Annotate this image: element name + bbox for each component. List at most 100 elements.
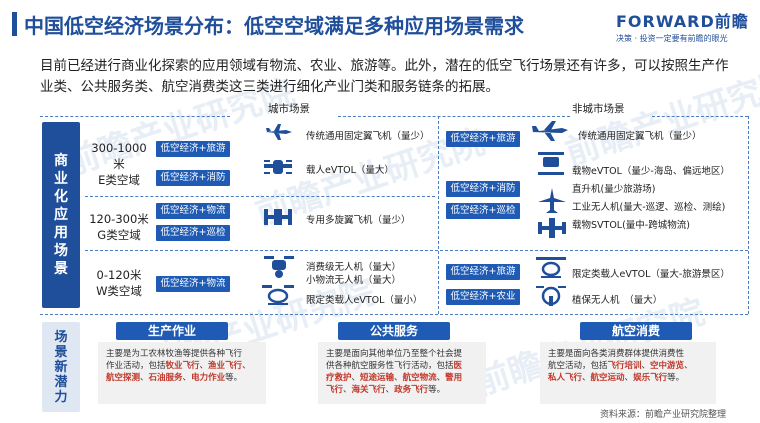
- tag-lowalt-logistics: 低空经济+物流: [156, 276, 230, 292]
- nonurban-item-limited-evtol: 限定类载人eVTOL（量大-旅游景区）: [572, 269, 730, 280]
- highlight-term: 航空物流: [402, 373, 437, 383]
- highlight-term: 娱乐飞行: [633, 373, 668, 383]
- tag-lowalt-inspection: 低空经济+巡检: [156, 225, 230, 241]
- fixed-wing-plane-icon: [532, 121, 568, 141]
- potential-scenes-label: 场景新潜力: [42, 322, 80, 412]
- tag-lowalt-agriculture: 低空经济+农业: [446, 289, 520, 305]
- highlight-term: 医: [453, 361, 463, 371]
- intro-paragraph: 目前已经进行商业化探索的应用领域有物流、农业、旅游等。此外，潜在的低空飞行场景还…: [40, 58, 729, 95]
- cargo-evtol-icon: [538, 152, 564, 175]
- desc-text: 、: [394, 373, 403, 383]
- highlight-term: 航空运动: [590, 373, 625, 383]
- tag-lowalt-tourism: 低空经济+旅游: [446, 131, 520, 147]
- highlight-term: 疗救护: [326, 373, 352, 383]
- source-note: 资料来源：前瞻产业研究院整理: [600, 410, 727, 420]
- desc-text: 、: [182, 373, 192, 383]
- divider: [652, 116, 748, 117]
- multirotor-icon: [264, 209, 292, 225]
- urban-item-evtol: 载人eVTOL（量大）: [306, 165, 394, 176]
- nonurban-item-cargo-evtol: 载物eVTOL（量少-海岛、偏远地区）: [572, 166, 730, 177]
- nonurban-item-svtol: 载物SVTOL(量中-跨城物流): [572, 220, 690, 231]
- divider: [338, 116, 570, 117]
- desc-text: 、: [624, 373, 634, 383]
- tag-lowalt-inspection: 低空经济+巡检: [446, 203, 520, 219]
- tag-lowalt-tourism: 低空经济+旅游: [156, 141, 230, 157]
- passenger-evtol-icon: [536, 257, 566, 278]
- logo-slogan: 决策 · 投资一定要有前瞻的眼光: [616, 34, 728, 43]
- desc-text: 主要是为工农林牧渔等提供各种飞行: [106, 349, 243, 359]
- desc-text: 等。: [225, 373, 243, 383]
- consumer-drone-icon: [264, 256, 294, 278]
- highlight-term: 海关飞行: [351, 385, 386, 395]
- desc-text: 等。: [667, 373, 685, 383]
- desc-text: 、: [436, 373, 446, 383]
- potential-production-desc: 主要是为工农林牧渔等提供各种飞行作业活动，包括牧业飞行、渔业飞行、航空探测、石油…: [98, 342, 266, 404]
- desc-text: 等。: [428, 385, 446, 395]
- highlight-term: 电力作业: [191, 373, 226, 383]
- brand-logo: FORWARD前瞻 决策 · 投资一定要有前瞻的眼光: [616, 8, 752, 44]
- urban-item-multirotor: 专用多旋翼飞机（量少）: [306, 215, 411, 226]
- tag-lowalt-firefighting: 低空经济+消防: [446, 181, 520, 197]
- desc-text: 主要是面向各类消费群体提供消费性: [548, 349, 685, 359]
- nonurban-item-crop-drone: 植保无人机 （量大）: [572, 295, 663, 306]
- highlight-term: 短途运输: [360, 373, 395, 383]
- desc-text: 、: [641, 361, 651, 371]
- highlight-term: 牧业飞行: [165, 361, 200, 371]
- potential-aviation-consumption-desc: 主要是面向各类消费群体提供消费性航空活动，包括飞行培训、空中游览、私人飞行、航空…: [540, 342, 716, 404]
- highlight-term: 飞行培训: [607, 361, 642, 371]
- desc-text: 、: [385, 385, 395, 395]
- industrial-drone-icon: [538, 188, 566, 213]
- potential-production-heading: 生产作业: [116, 322, 228, 340]
- evtol-icon: [264, 160, 292, 174]
- crop-protection-drone-icon: [536, 286, 566, 306]
- potential-public-service-desc: 主要是面向其他单位乃至整个社会提供各种航空服务性飞行活动，包括医疗救护、短途运输…: [318, 342, 486, 404]
- desc-text: 、: [242, 361, 251, 371]
- urban-item-limited-evtol: 限定类载人eVTOL（量小）: [306, 295, 423, 306]
- desc-text: 主要是面向其他单位乃至整个社会提: [326, 349, 463, 359]
- desc-text: 作业活动，包括: [106, 361, 166, 371]
- urban-item-fixed-wing: 传统通用固定翼飞机（量少）: [306, 131, 430, 142]
- divider: [40, 116, 230, 117]
- highlight-term: 渔业飞行: [208, 361, 243, 371]
- highlight-term: 飞行: [326, 385, 344, 395]
- fixed-wing-plane-icon: [266, 124, 292, 140]
- desc-text: 、: [140, 373, 149, 383]
- divider: [85, 196, 435, 197]
- commercial-scenes-label: 商业化应用场景: [42, 122, 80, 308]
- nonurban-item-industrial-drone: 工业无人机(量大-巡逻、巡检、测绘): [572, 202, 726, 213]
- divider: [748, 116, 749, 314]
- desc-text: 、: [199, 361, 209, 371]
- highlight-term: 航空探测: [106, 373, 141, 383]
- potential-aviation-consumption-heading: 航空消费: [580, 322, 692, 340]
- desc-text: 、: [343, 385, 352, 395]
- highlight-term: 私人飞行: [548, 373, 583, 383]
- urban-item-consumer-drone: 消费级无人机（量大）: [306, 262, 402, 273]
- title-accent: [12, 12, 17, 36]
- nonurban-item-helicopter: 直升机(量少旅游场): [572, 184, 656, 195]
- tag-lowalt-tourism: 低空经济+旅游: [446, 264, 520, 280]
- urban-item-logistics-drone: 小物流无人机（量大）: [306, 275, 402, 286]
- desc-text: 、: [351, 373, 361, 383]
- tag-lowalt-logistics: 低空经济+物流: [156, 203, 230, 219]
- highlight-term: 警用: [445, 373, 463, 383]
- highlight-term: 石油服务: [148, 373, 183, 383]
- highlight-term: 政务飞行: [394, 385, 429, 395]
- limited-evtol-icon: [262, 285, 294, 305]
- desc-text: 供各种航空服务性飞行活动，包括: [326, 361, 454, 371]
- potential-public-service-heading: 公共服务: [338, 322, 450, 340]
- desc-text: 航空活动，包括: [548, 361, 608, 371]
- divider: [85, 250, 748, 251]
- svtol-icon: [538, 218, 566, 238]
- logo-text: FORWARD前瞻: [616, 12, 749, 31]
- divider: [438, 116, 439, 314]
- desc-text: 、: [684, 361, 693, 371]
- nonurban-scene-label: 非城市场景: [572, 103, 625, 115]
- desc-text: 、: [582, 373, 591, 383]
- nonurban-item-fixed-wing: 传统通用固定翼飞机（量少）: [578, 131, 702, 142]
- divider: [40, 314, 748, 315]
- tag-lowalt-firefighting: 低空经济+消防: [156, 170, 230, 186]
- page-title: 中国低空经济场景分布：低空空域满足多种应用场景需求: [24, 14, 524, 38]
